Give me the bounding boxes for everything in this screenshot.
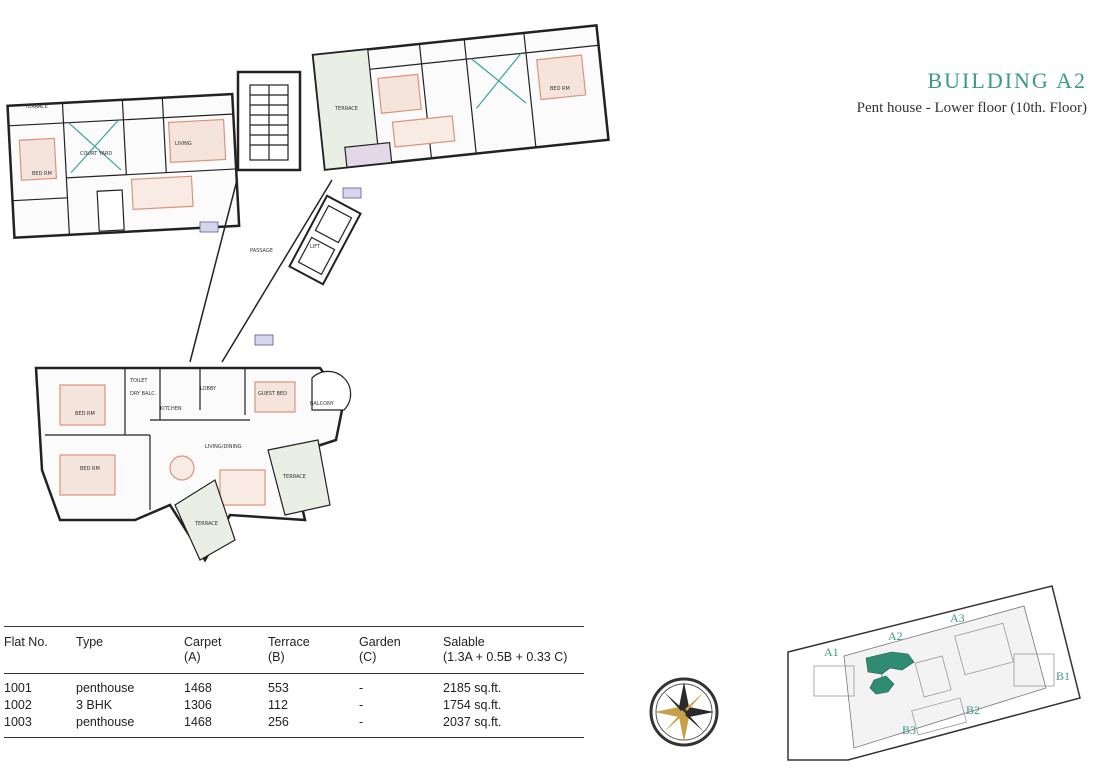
building-title: BUILDING A2	[927, 68, 1087, 93]
floor-subtitle: Pent house - Lower floor (10th. Floor)	[856, 100, 1087, 116]
key-site-plan: A1 A2 A3 B1 B2 B3	[787, 585, 1081, 761]
table-row: 1002 3 BHK 1306 112 - 1754 sq.ft.	[4, 698, 502, 712]
terrace-label-upper: TERRACE	[334, 106, 358, 112]
header-salable: Salable(1.3A + 0.5B + 0.33 C)	[443, 635, 568, 664]
terrace-label-lower-2: TERRACE	[194, 521, 218, 527]
lower-apartment	[34, 366, 352, 563]
passage-label: PASSAGE	[250, 248, 273, 254]
header-terrace: Terrace(B)	[268, 635, 310, 664]
header-carpet: Carpet(A)	[184, 635, 222, 664]
floor-plan: PASSAGE LOBBY KITCHEN LIVING/DINING BED …	[6, 23, 610, 563]
lift-core	[288, 194, 362, 286]
living-dining-label: LIVING/DINING	[205, 444, 242, 450]
stamp-marker	[199, 221, 219, 233]
label-b3: B3	[902, 723, 916, 737]
guest-bed-label: GUEST BED	[258, 391, 287, 397]
label-a3: A3	[950, 611, 965, 625]
kitchen-label: KITCHEN	[160, 406, 182, 412]
toilet-label: TOILET	[129, 378, 148, 384]
lift-label: LIFT	[310, 244, 321, 250]
stamp-marker	[254, 334, 274, 346]
table-row: 1003 penthouse 1468 256 - 2037 sq.ft.	[4, 715, 502, 729]
compass-icon	[649, 677, 719, 747]
lobby-label: LOBBY	[200, 386, 217, 392]
upper-left-wing	[6, 92, 241, 239]
stair-core	[236, 70, 302, 172]
bed-rm-label-2: BED RM	[80, 466, 100, 472]
label-b1: B1	[1056, 669, 1070, 683]
page-heading: BUILDING A2 Pent house - Lower floor (10…	[857, 68, 1087, 117]
table-row: 1001 penthouse 1468 553 - 2185 sq.ft.	[4, 681, 502, 695]
terrace-label-lower: TERRACE	[282, 474, 306, 480]
bed-rm-label-1: BED RM	[75, 411, 95, 417]
terrace-label-left: TERRACE	[24, 104, 48, 110]
dry-balcony-label: DRY BALC.	[130, 391, 157, 397]
bed-rm-label-right: BED RM	[550, 86, 570, 92]
court-yard-label: COURT YARD	[80, 151, 112, 157]
living-label: LIVING	[175, 141, 192, 147]
header-type: Type	[76, 635, 104, 649]
label-b2: B2	[966, 703, 980, 717]
label-a2: A2	[888, 629, 903, 643]
stamp-marker	[342, 187, 362, 199]
bed-rm-label-upper: BED RM	[32, 171, 52, 177]
header-flat-no: Flat No.	[4, 635, 48, 649]
header-garden: Garden(C)	[359, 635, 401, 664]
balcony-label: BALCONY	[310, 401, 335, 407]
flat-area-table: Flat No. Type Carpet(A) Terrace(B) Garde…	[4, 626, 584, 738]
upper-right-wing	[311, 23, 610, 171]
label-a1: A1	[824, 645, 839, 659]
table-header: Flat No. Type Carpet(A) Terrace(B) Garde…	[4, 627, 584, 673]
